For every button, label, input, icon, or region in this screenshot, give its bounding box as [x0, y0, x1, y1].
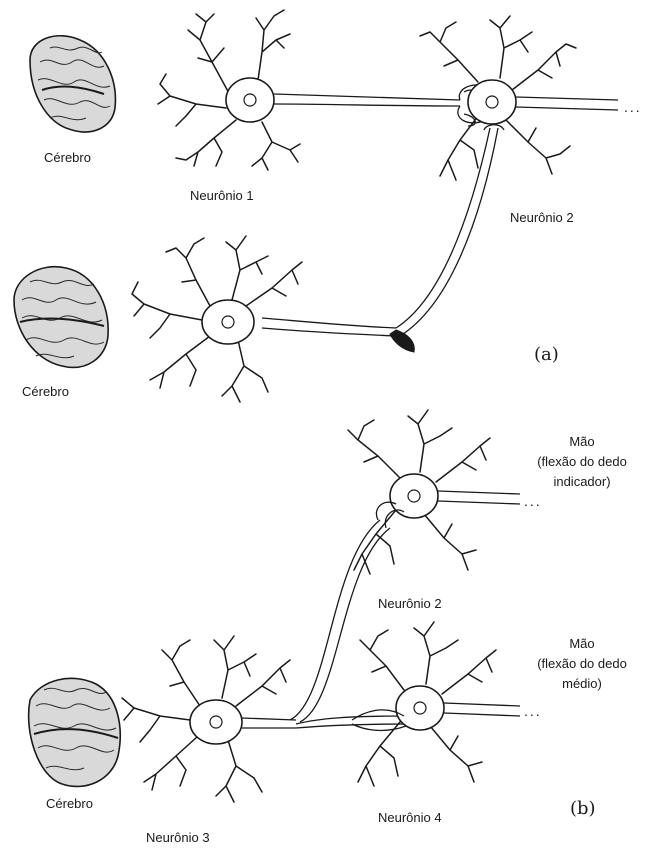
- neuron-3-illustration: [122, 520, 410, 802]
- neuron-4-label: Neurônio 4: [378, 810, 442, 825]
- neuron-1-label: Neurônio 1: [190, 188, 254, 203]
- neuron-3-label: Neurônio 3: [146, 830, 210, 845]
- panel-a-label: (a): [534, 344, 559, 365]
- brain-2-illustration: [14, 267, 108, 368]
- neuron-4-illustration: ...: [352, 622, 542, 786]
- neuron-2-bottom-label: Neurônio 2: [378, 596, 442, 611]
- brain-3-label: Cérebro: [46, 796, 93, 811]
- brain-1-label: Cérebro: [44, 150, 91, 165]
- svg-text:...: ...: [524, 493, 542, 509]
- brain-1-illustration: [30, 36, 115, 132]
- target-middle-line-2: (flexão do dedo: [537, 656, 627, 671]
- target-middle-line-3: médio): [562, 676, 602, 691]
- axon-curve-to-neuron-2: [262, 125, 504, 352]
- neuron-2-top-label: Neurônio 2: [510, 210, 574, 225]
- brain-2-label: Cérebro: [22, 384, 69, 399]
- neuron-1-illustration: [158, 10, 486, 170]
- target-index-line-3: indicador): [553, 474, 610, 489]
- neuron-2-bottom-illustration: ...: [348, 410, 542, 574]
- target-index-line-1: Mão: [569, 434, 594, 449]
- target-middle-line-1: Mão: [569, 636, 594, 651]
- svg-text:...: ...: [624, 99, 642, 115]
- neuron-2-top-illustration: ...: [420, 16, 642, 180]
- target-index-line-2: (flexão do dedo: [537, 454, 627, 469]
- brain-3-illustration: [29, 678, 121, 786]
- panel-b-label: (b): [570, 798, 596, 819]
- svg-text:...: ...: [524, 703, 542, 719]
